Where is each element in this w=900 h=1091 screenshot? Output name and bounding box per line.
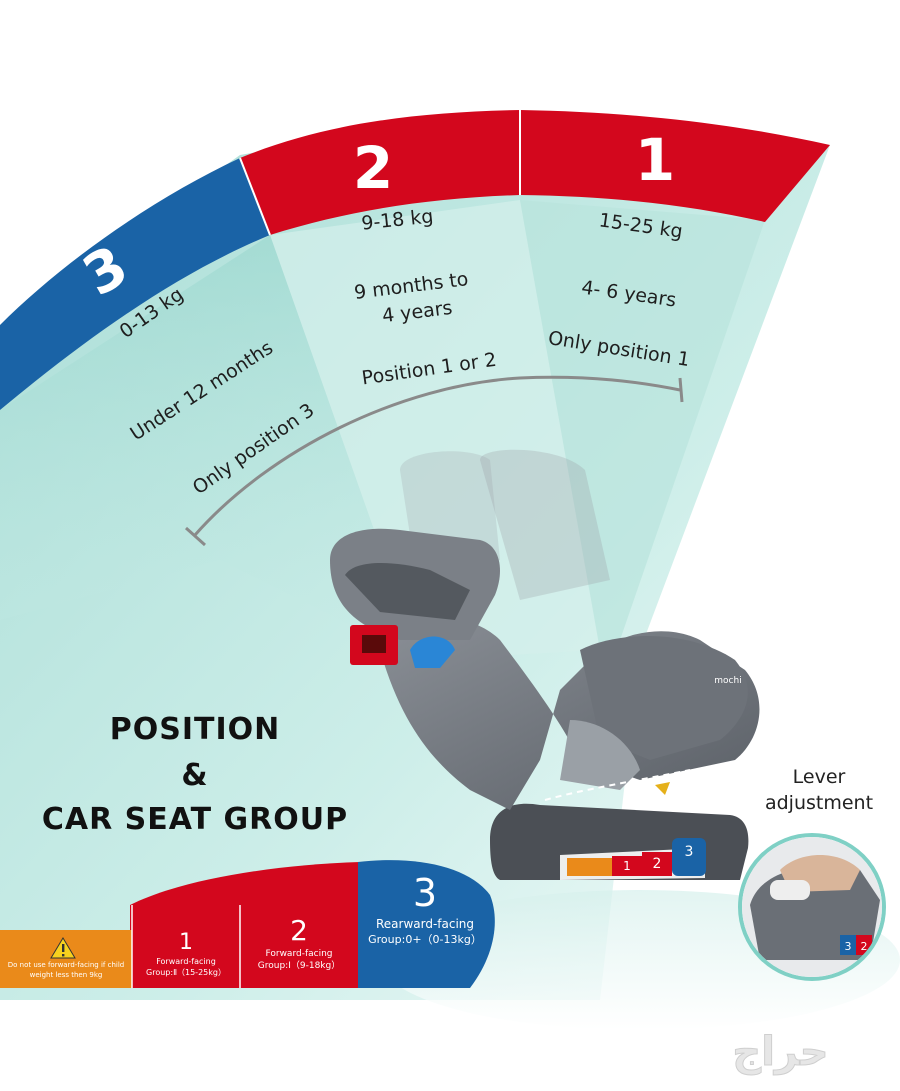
legend-group2-number: 2 (290, 914, 308, 947)
inset-badge-2: 2 (861, 940, 868, 953)
lever-label-line2: adjustment (764, 792, 874, 814)
legend-band (0, 860, 495, 988)
lever-label-line1: Lever (792, 766, 846, 788)
legend-group3-line1: Rearward-facing (375, 917, 475, 931)
lever-inset: 3 2 (738, 833, 886, 981)
legend-group2-line2: Group:Ⅰ（9-18kg） (257, 961, 341, 971)
watermark-logo: حراج (732, 1029, 829, 1076)
group2-number: 2 (353, 134, 393, 202)
title-line3: CAR SEAT GROUP (41, 802, 349, 837)
seat-brand: mochi (714, 676, 741, 686)
seat-badge-1: 1 (623, 859, 631, 873)
legend-warning: Do not use forward-facing if child weigh… (2, 960, 130, 980)
legend-group2-line1: Forward-facing (265, 949, 333, 959)
legend-group3-line2: Group:0+（0-13kg） (368, 933, 482, 946)
fan-top-band (0, 110, 830, 410)
title-line2: & (181, 758, 209, 793)
warning-icon (50, 937, 76, 959)
position-arc (184, 375, 684, 547)
title-line1: POSITION (109, 712, 281, 747)
legend-group1-line1: Forward-facing (156, 957, 216, 966)
legend-warning-line2: weight less then 9kg (29, 971, 103, 979)
car-seat-illustration: 1 2 3 mochi (330, 449, 760, 880)
group1-number: 1 (635, 126, 675, 194)
inset-badge-3: 3 (845, 940, 852, 953)
seat-badge-3: 3 (685, 844, 694, 860)
legend-group3-number: 3 (412, 871, 438, 915)
legend-group1: 1 Forward-facing Group:Ⅱ（15-25kg） (134, 930, 238, 978)
seat-badge-2: 2 (653, 856, 662, 872)
lever-adjustment-label: Lever adjustment (752, 764, 886, 816)
legend-group1-number: 1 (179, 930, 193, 955)
legend-group2: 2 Forward-facing Group:Ⅰ（9-18kg） (242, 914, 356, 972)
legend-group3: 3 Rearward-facing Group:0+（0-13kg） (362, 870, 488, 947)
legend-warning-line1: Do not use forward-facing if child (7, 961, 125, 969)
legend-group1-line2: Group:Ⅱ（15-25kg） (146, 968, 226, 977)
